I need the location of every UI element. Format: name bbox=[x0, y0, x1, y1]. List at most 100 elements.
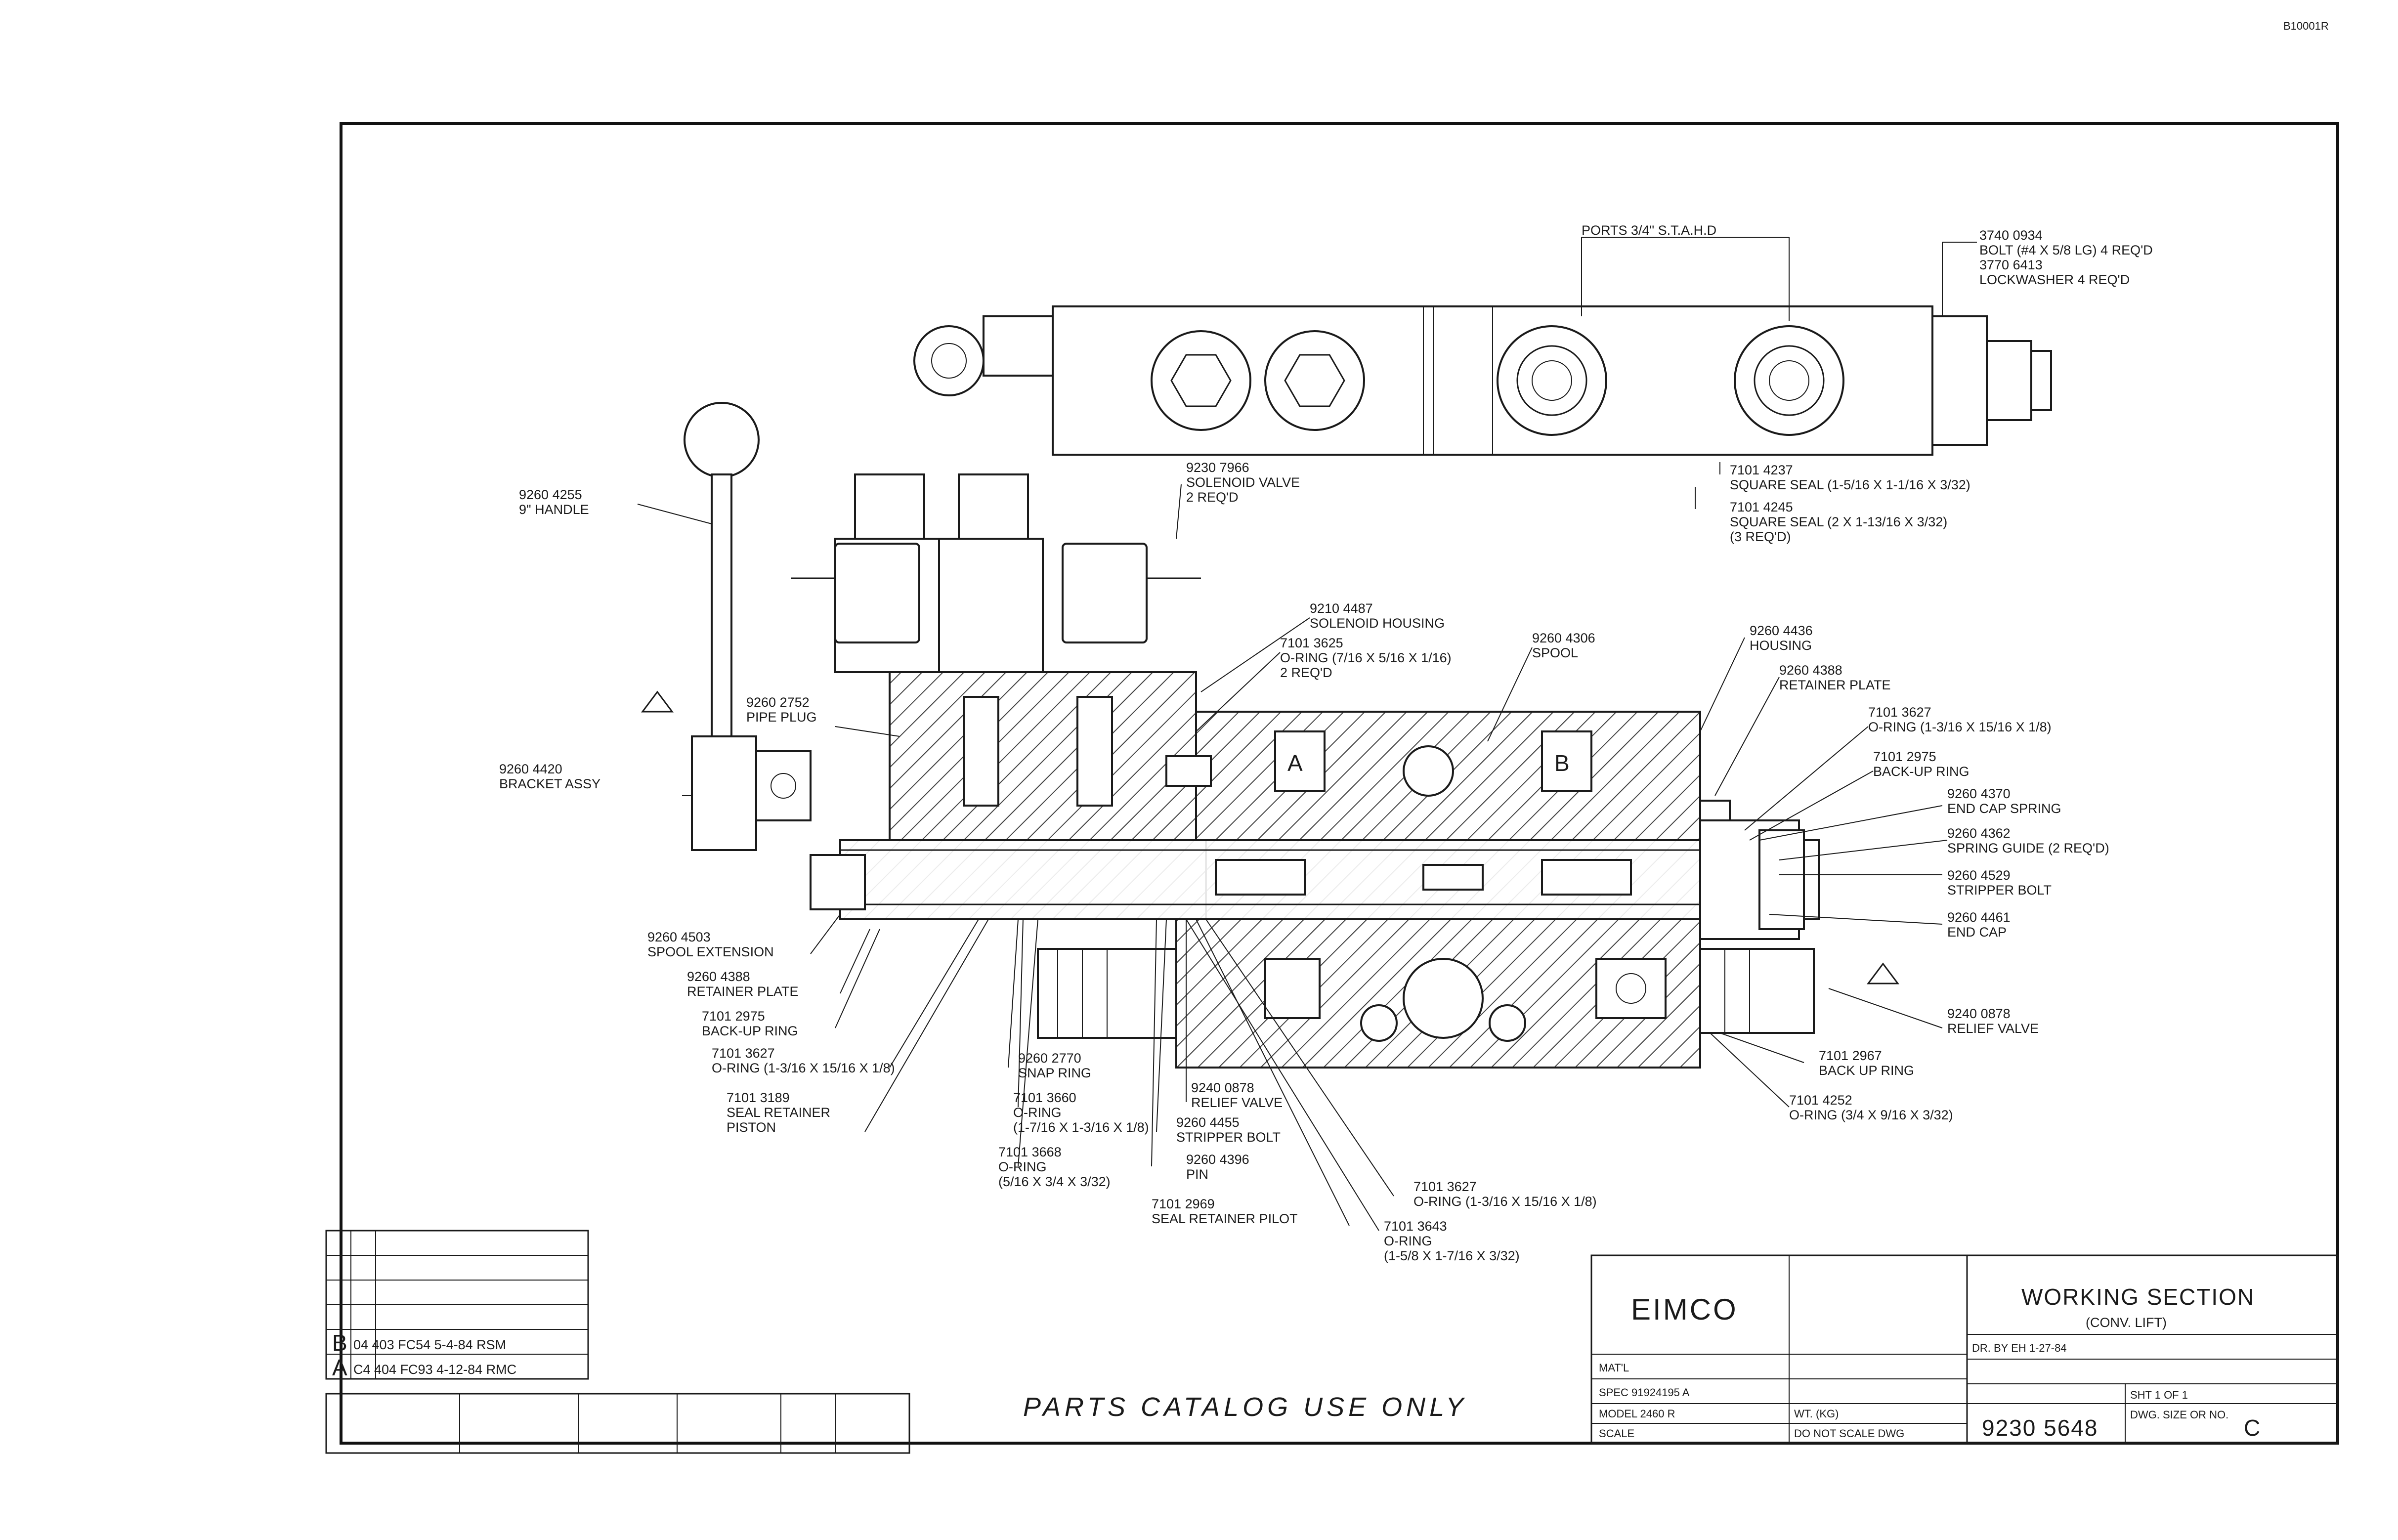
callout-line: 9260 2752 bbox=[746, 695, 810, 710]
callout-line: 3770 6413 bbox=[1979, 257, 2043, 272]
callout-line: 9260 4388 bbox=[687, 969, 750, 984]
do-not-scale-note: DO NOT SCALE DWG bbox=[1794, 1427, 1904, 1440]
callout-line: SOLENOID VALVE bbox=[1186, 475, 1300, 490]
callout-line: STRIPPER BOLT bbox=[1176, 1130, 1281, 1145]
callout-line: 7101 2967 bbox=[1819, 1048, 1882, 1063]
callout-line: SPOOL EXTENSION bbox=[647, 944, 774, 959]
callout-line: 9240 0878 bbox=[1191, 1080, 1254, 1095]
callout-line: 9" HANDLE bbox=[519, 502, 589, 517]
callout-line: 9210 4487 bbox=[1310, 601, 1373, 616]
port-circle-1 bbox=[1497, 325, 1607, 436]
callout-line: 2 REQ'D bbox=[1280, 665, 1332, 680]
spec-number: SPEC 91924195 A bbox=[1599, 1386, 1690, 1399]
callout-line: (1-7/16 X 1-3/16 X 1/8) bbox=[1013, 1120, 1149, 1135]
callout-line: 7101 3668 bbox=[998, 1145, 1062, 1159]
callout-line: (3 REQ'D) bbox=[1730, 529, 1791, 544]
callout-line: O-RING bbox=[1013, 1105, 1062, 1120]
callout-line: LOCKWASHER 4 REQ'D bbox=[1979, 272, 2130, 287]
top-view bbox=[913, 305, 2052, 456]
revision-letter: C bbox=[2244, 1415, 2261, 1441]
callout-line: 9260 4255 bbox=[519, 487, 582, 502]
drawing-title: WORKING SECTION bbox=[2021, 1284, 2255, 1310]
callout-line: 7101 3189 bbox=[727, 1090, 790, 1105]
callout-line: RELIEF VALVE bbox=[1947, 1021, 2039, 1036]
callout-line: 9260 4306 bbox=[1532, 631, 1595, 645]
warning-icon bbox=[641, 690, 674, 713]
callout-line: 7101 4237 bbox=[1730, 463, 1793, 477]
drawing-number: 9230 5648 bbox=[1982, 1415, 2098, 1441]
callout-line: O-RING (1-3/16 X 15/16 X 1/8) bbox=[712, 1061, 895, 1075]
callout-line: 3740 0934 bbox=[1979, 228, 2043, 243]
callout-line: 7101 3660 bbox=[1013, 1090, 1076, 1105]
model-number: MODEL 2460 R bbox=[1599, 1408, 1675, 1420]
callout-line: 9260 4370 bbox=[1947, 786, 2011, 801]
callout-line: 7101 2969 bbox=[1152, 1197, 1215, 1211]
callout-line: O-RING (7/16 X 5/16 X 1/16) bbox=[1280, 650, 1452, 665]
revision-b-text: 04 403 FC54 5-4-84 RSM bbox=[353, 1337, 506, 1352]
port-a-label: A bbox=[1287, 750, 1304, 776]
revision-a-text: C4 404 FC93 4-12-84 RMC bbox=[353, 1362, 516, 1377]
hex-plug-1 bbox=[1151, 330, 1251, 431]
revision-b-letter: B bbox=[332, 1330, 348, 1356]
revision-block: B 04 403 FC54 5-4-84 RSM A C4 404 FC93 4… bbox=[325, 1230, 910, 1454]
valve-housing: A B bbox=[810, 671, 1899, 1069]
callout-line: STRIPPER BOLT bbox=[1947, 883, 2052, 898]
callout-line: SEAL RETAINER PILOT bbox=[1152, 1211, 1298, 1226]
callout-line: SEAL RETAINER bbox=[727, 1105, 830, 1120]
callout-line: RETAINER PLATE bbox=[1779, 678, 1891, 692]
sheet-number: SHT 1 OF 1 bbox=[2130, 1389, 2188, 1401]
callout-line: PORTS 3/4" S.T.A.H.D bbox=[1582, 223, 1716, 238]
callout-line: O-RING (3/4 X 9/16 X 3/32) bbox=[1789, 1108, 1953, 1122]
callout-line: BRACKET ASSY bbox=[499, 776, 600, 791]
callout-line: 7101 3627 bbox=[1413, 1179, 1477, 1194]
callout-line: 9260 4396 bbox=[1186, 1152, 1249, 1167]
callout-line: 9260 4362 bbox=[1947, 826, 2011, 841]
callout-line: 7101 3625 bbox=[1280, 636, 1343, 650]
callout-line: 7101 2975 bbox=[1873, 749, 1936, 764]
port-circle-2 bbox=[1734, 325, 1844, 436]
callout-line: 7101 4245 bbox=[1730, 500, 1793, 514]
callout-line: SQUARE SEAL (2 X 1-13/16 X 3/32) bbox=[1730, 514, 1947, 529]
callout-line: 9260 4461 bbox=[1947, 910, 2011, 925]
drawn-by: DR. BY EH 1-27-84 bbox=[1972, 1342, 2067, 1354]
parts-catalog-note: PARTS CATALOG USE ONLY bbox=[1023, 1392, 1467, 1422]
callout-line: SNAP RING bbox=[1018, 1066, 1091, 1080]
warning-icon bbox=[1867, 962, 1899, 984]
drawing-border bbox=[340, 122, 2339, 1445]
callout-line: 9260 4455 bbox=[1176, 1115, 1240, 1130]
hex-plug-2 bbox=[1264, 330, 1365, 431]
title-block: EIMCO WORKING SECTION (CONV. LIFT) MAT'L… bbox=[1590, 1254, 2339, 1444]
leader-lines bbox=[637, 237, 1977, 1231]
callout-line: PIPE PLUG bbox=[746, 710, 817, 725]
callout-line: PISTON bbox=[727, 1120, 776, 1135]
callout-line: 9260 4529 bbox=[1947, 868, 2011, 883]
callout-line: 7101 3643 bbox=[1384, 1219, 1447, 1234]
callout-line: 9260 2770 bbox=[1018, 1051, 1081, 1066]
corner-id: B10001R bbox=[2283, 20, 2329, 32]
callout-line: 7101 3627 bbox=[1868, 705, 1931, 720]
callout-line: END CAP SPRING bbox=[1947, 801, 2061, 816]
callout-line: RETAINER PLATE bbox=[687, 984, 799, 999]
callout-line: 9260 4436 bbox=[1750, 623, 1813, 638]
callout-line: 2 REQ'D bbox=[1186, 490, 1239, 505]
solenoid-valves bbox=[791, 473, 1201, 673]
callout-line: 9240 0878 bbox=[1947, 1006, 2011, 1021]
